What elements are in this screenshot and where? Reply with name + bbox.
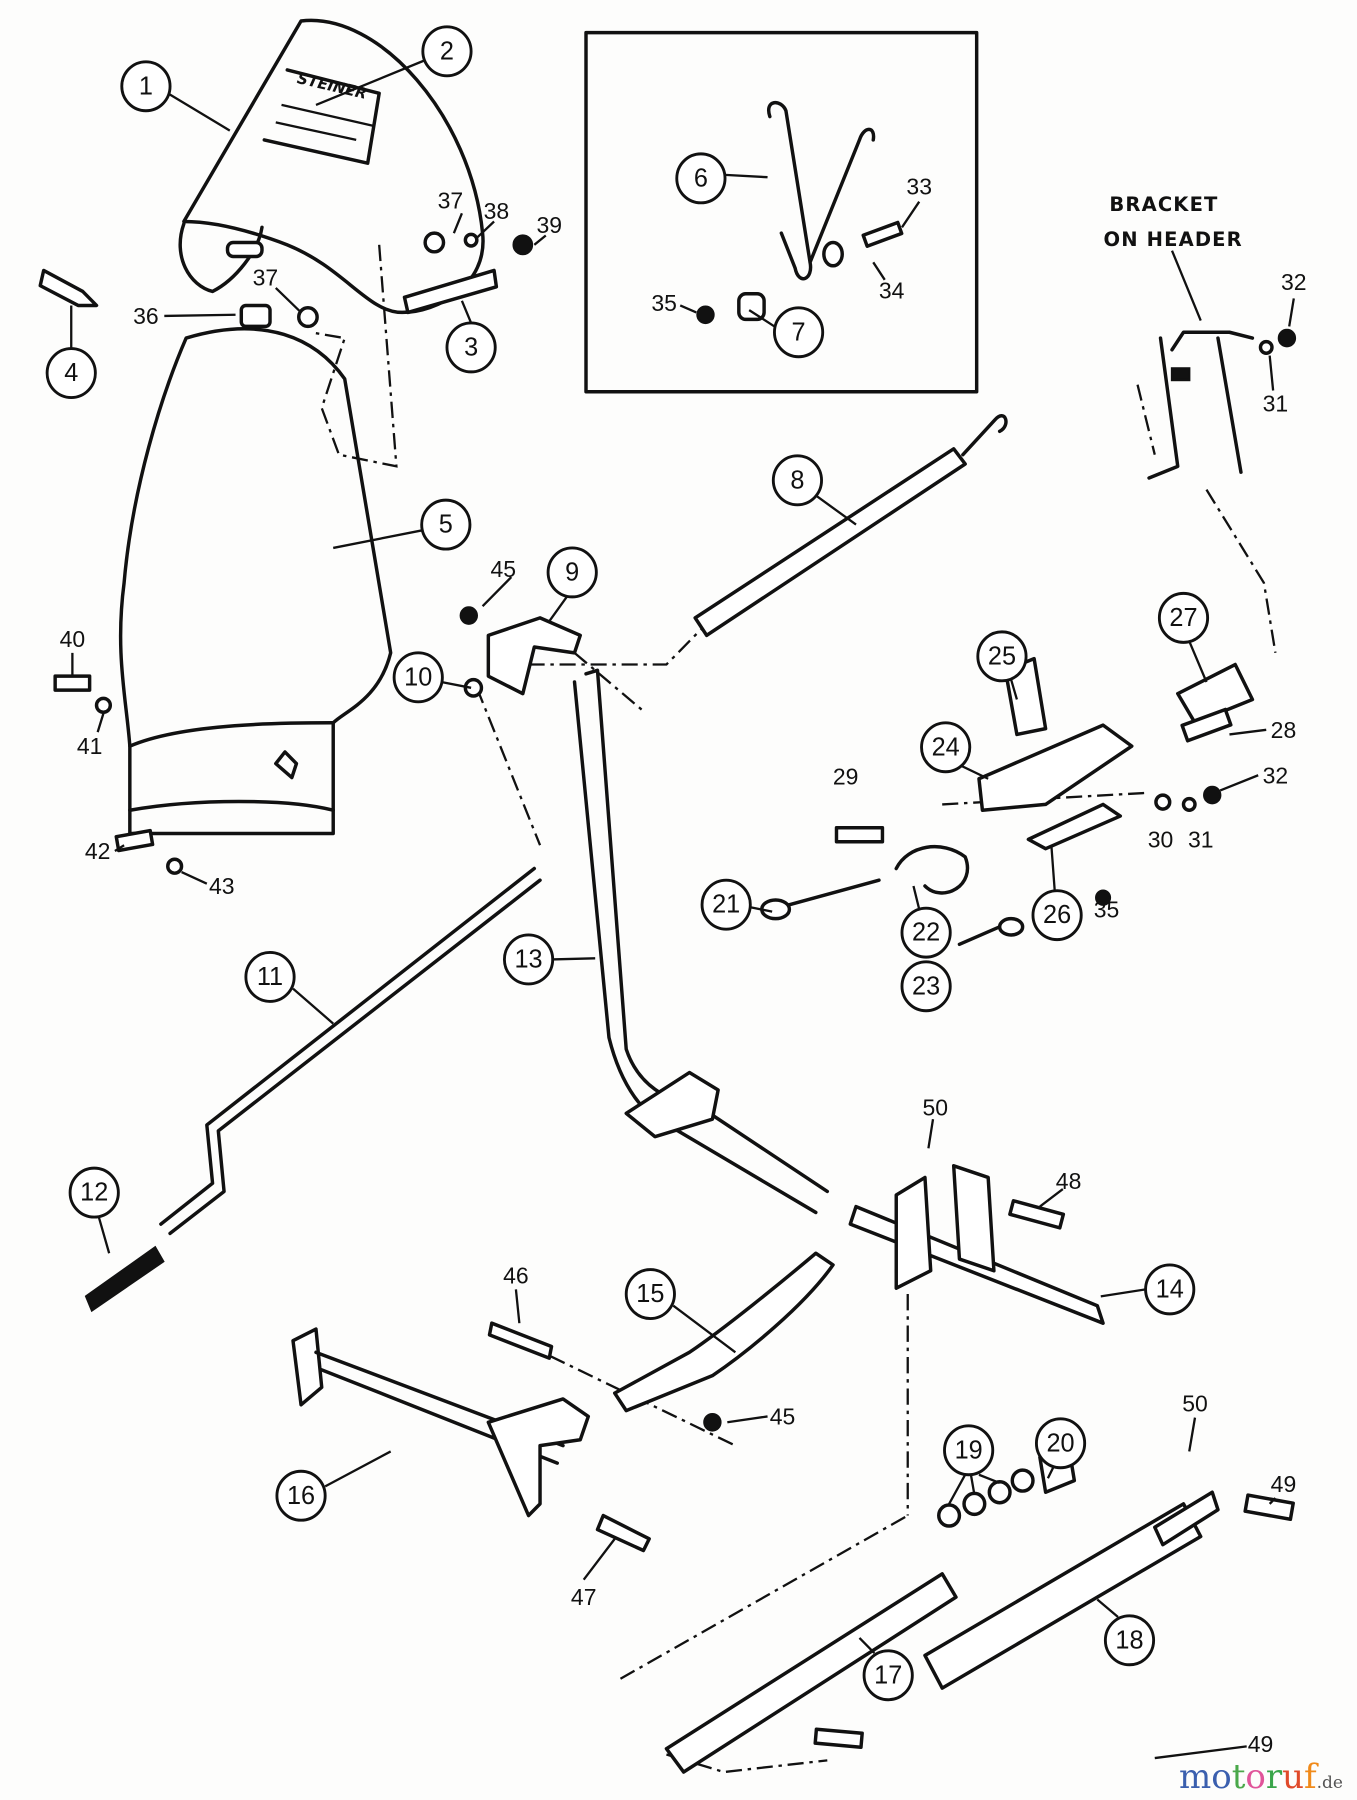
label-48: 48 <box>1056 1168 1082 1194</box>
callout-12: 12 <box>68 1166 120 1219</box>
callout-9: 9 <box>546 546 598 599</box>
callout-14: 14 <box>1144 1263 1196 1316</box>
callout-17: 17 <box>862 1649 914 1702</box>
label-31: 31 <box>1188 826 1214 852</box>
callout-number: 18 <box>1115 1626 1143 1654</box>
callout-number: 22 <box>912 919 940 947</box>
callout-number: 12 <box>80 1179 108 1207</box>
label-34: 34 <box>879 277 905 303</box>
part-tube-8 <box>693 447 967 638</box>
callout-3: 3 <box>445 321 497 374</box>
callout-19: 19 <box>943 1424 995 1477</box>
callout-number: 2 <box>440 37 454 65</box>
callout-number: 20 <box>1046 1429 1074 1457</box>
callout-number: 1 <box>139 72 153 100</box>
callout-number: 21 <box>712 891 740 919</box>
callout-13: 13 <box>502 933 555 986</box>
bracket-note: ON HEADER <box>1103 228 1242 251</box>
inset-box <box>584 30 979 394</box>
callout-number: 5 <box>439 511 453 539</box>
callout-number: 3 <box>464 333 478 361</box>
label-30: 30 <box>1148 826 1174 852</box>
label-49: 49 <box>1271 1471 1297 1497</box>
label-35: 35 <box>651 290 677 316</box>
callout-number: 13 <box>514 945 542 973</box>
label-47: 47 <box>571 1584 597 1610</box>
callout-11: 11 <box>244 951 296 1003</box>
callout-number: 8 <box>790 466 804 494</box>
callout-number: 19 <box>955 1436 983 1464</box>
callout-25: 25 <box>976 630 1028 683</box>
label-32: 32 <box>1281 269 1307 295</box>
callout-number: 10 <box>404 663 432 691</box>
part-bracket-24 <box>977 723 1134 812</box>
callout-number: 27 <box>1169 604 1197 632</box>
label-36: 36 <box>133 303 159 329</box>
callout-26: 26 <box>1031 889 1083 942</box>
label-39: 39 <box>536 212 562 238</box>
callout-24: 24 <box>920 721 972 774</box>
callout-22: 22 <box>900 906 952 959</box>
callout-4: 4 <box>45 347 97 399</box>
watermark-name: motoruf <box>1178 1757 1317 1797</box>
label-29: 29 <box>833 763 859 789</box>
callout-number: 7 <box>792 318 806 346</box>
callout-number: 24 <box>932 733 960 761</box>
label-32: 32 <box>1263 762 1289 788</box>
label-28: 28 <box>1271 717 1297 743</box>
label-37: 37 <box>438 187 464 213</box>
callout-15: 15 <box>624 1268 676 1320</box>
watermark: motoruf.de <box>1179 1760 1343 1800</box>
part-chute-body <box>118 327 393 836</box>
callout-number: 14 <box>1156 1275 1184 1303</box>
bracket-note: BRACKET <box>1109 193 1218 216</box>
label-31: 31 <box>1263 390 1289 416</box>
label-49: 49 <box>1248 1731 1274 1757</box>
callout-number: 25 <box>988 642 1016 670</box>
callout-number: 17 <box>874 1661 902 1689</box>
callout-number: 26 <box>1043 901 1071 929</box>
label-45: 45 <box>490 556 516 582</box>
label-33: 33 <box>906 173 932 199</box>
callout-number: 4 <box>64 359 78 387</box>
label-50: 50 <box>923 1094 949 1120</box>
callout-number: 6 <box>694 164 708 192</box>
callout-20: 20 <box>1034 1417 1087 1470</box>
callout-6: 6 <box>675 152 727 205</box>
label-50: 50 <box>1182 1391 1208 1417</box>
label-37: 37 <box>253 264 279 290</box>
callout-23: 23 <box>900 960 952 1013</box>
callout-2: 2 <box>421 25 473 78</box>
callout-number: 23 <box>912 972 940 1000</box>
callout-8: 8 <box>771 454 823 507</box>
callout-21: 21 <box>700 878 752 931</box>
label-43: 43 <box>209 873 235 899</box>
callout-16: 16 <box>275 1469 327 1522</box>
part-spring-rod <box>766 100 876 281</box>
label-35: 35 <box>1094 896 1120 922</box>
callout-number: 16 <box>287 1482 315 1510</box>
label-40: 40 <box>60 626 86 652</box>
watermark-tld: .de <box>1316 1773 1343 1793</box>
callout-7: 7 <box>773 306 825 359</box>
label-41: 41 <box>77 733 103 759</box>
callout-number: 11 <box>257 963 283 991</box>
callout-number: 9 <box>565 558 579 586</box>
callout-5: 5 <box>420 498 472 551</box>
label-38: 38 <box>484 198 510 224</box>
hardware-labels: 37 38 39 37 36 33 34 35 32 31 45 40 41 4… <box>60 173 1307 1757</box>
callout-18: 18 <box>1103 1614 1156 1667</box>
label-42: 42 <box>85 838 111 864</box>
callout-27: 27 <box>1157 591 1210 644</box>
part-grip-12 <box>84 1245 165 1313</box>
label-45: 45 <box>770 1403 796 1429</box>
label-46: 46 <box>503 1262 529 1288</box>
callout-1: 1 <box>120 60 172 113</box>
callout-number: 15 <box>636 1280 664 1308</box>
callout-10: 10 <box>392 651 444 704</box>
